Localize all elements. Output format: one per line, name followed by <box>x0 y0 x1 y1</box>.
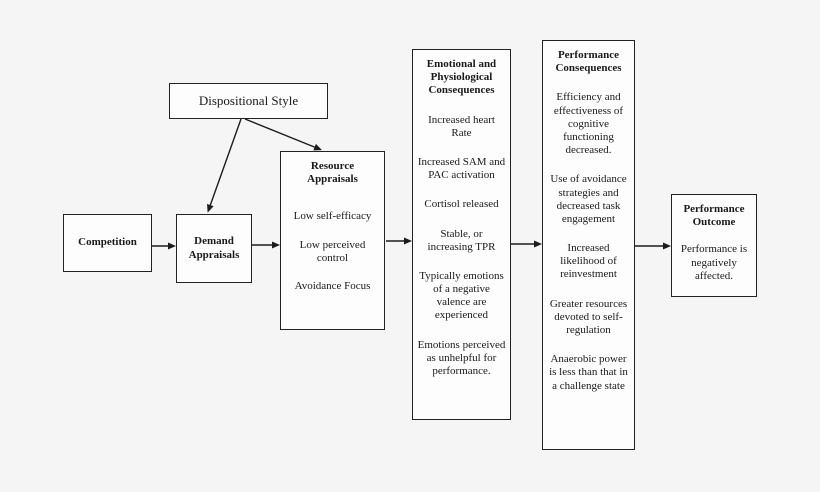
box-text-item: Anaerobic power is less than that in a c… <box>549 353 628 392</box>
box-label: Dispositional Style <box>198 93 299 109</box>
box-text-item: Increased SAM and PAC activation <box>417 155 506 182</box>
box-text-item: Low perceived control <box>299 238 366 264</box>
box-text-item: Stable, or increasing TPR <box>427 227 496 253</box>
arrow-dispositional-to-demand <box>207 118 242 213</box>
box-items: Efficiency and effectiveness of cognitiv… <box>547 91 630 392</box>
box-title: Emotional and Physiological Consequences <box>426 58 497 97</box>
box-performance-outcome: Performance Outcome Performance is negat… <box>671 194 757 297</box>
box-performance-consequences: Performance Consequences Efficiency and … <box>542 40 635 450</box>
box-text-item: Use of avoidance strategies and decrease… <box>550 173 627 225</box>
box-text-item: Cortisol released <box>424 198 499 211</box>
box-title: Resource Appraisals <box>307 160 358 186</box>
box-dispositional-style: Dispositional Style <box>169 83 328 119</box>
box-title: Performance Outcome <box>683 203 745 229</box>
box-emotional-physiological-consequences: Emotional and Physiological Consequences… <box>412 49 511 420</box>
box-title: Demand Appraisals <box>188 235 240 261</box>
box-text-item: Efficiency and effectiveness of cognitiv… <box>553 91 624 157</box>
arrow-dispositional-to-resource <box>244 118 322 151</box>
box-competition: Competition <box>63 214 152 272</box>
box-text-item: Increased likelihood of reinvestment <box>560 242 617 281</box>
box-text-item: Emotions perceived as unhelpful for perf… <box>417 338 506 377</box>
box-items: Performance is negatively affected. <box>678 243 750 283</box>
box-text-item: Typically emotions of a negative valence… <box>419 269 504 322</box>
box-demand-appraisals: Demand Appraisals <box>176 214 252 283</box>
box-title: Competition <box>78 236 137 249</box>
box-text-item: Low self-efficacy <box>293 210 372 223</box>
box-title: Performance Consequences <box>555 49 622 75</box>
box-text-item: Greater resources devoted to self-regula… <box>549 297 628 336</box>
box-text-item: Increased heart Rate <box>428 113 495 139</box>
box-text-item: Performance is negatively affected. <box>680 243 748 282</box>
box-text-item: Avoidance Focus <box>294 279 371 292</box>
